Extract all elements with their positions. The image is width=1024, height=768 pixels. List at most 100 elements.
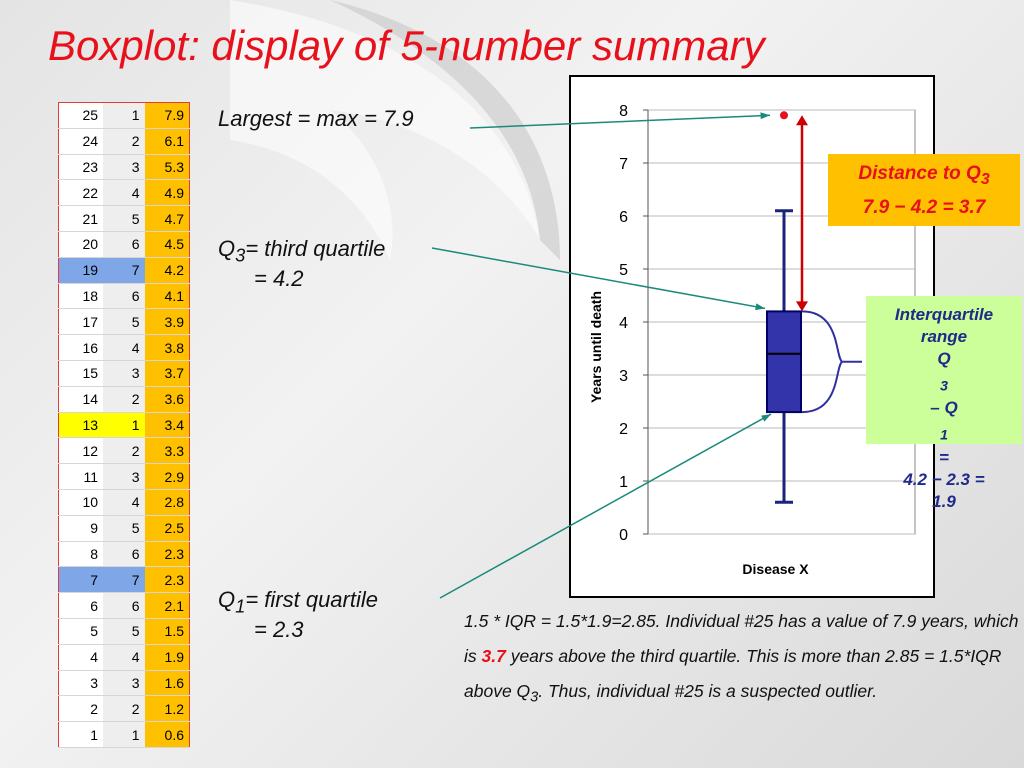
- table-cell-id: 2: [58, 695, 104, 723]
- table-cell-value: 2.8: [144, 489, 190, 516]
- table-cell-id: 8: [58, 541, 104, 568]
- slide-title: Boxplot: display of 5-number summary: [48, 22, 765, 69]
- table-cell-id: 7: [58, 566, 104, 594]
- table-cell-rank: 2: [103, 695, 145, 723]
- table-cell-rank: 2: [103, 128, 145, 155]
- table-cell-rank: 5: [103, 205, 145, 232]
- table-cell-id: 17: [58, 308, 104, 336]
- table-cell-id: 12: [58, 437, 104, 465]
- table-cell-rank: 3: [103, 360, 145, 387]
- table-cell-id: 3: [58, 670, 104, 697]
- table-cell-rank: 6: [103, 592, 145, 619]
- explanation-text: 1.5 * IQR = 1.5*1.9=2.85. Individual #25…: [464, 611, 1019, 706]
- table-cell-id: 15: [58, 360, 104, 387]
- table-cell-value: 4.9: [144, 179, 190, 207]
- table-cell-value: 1.5: [144, 618, 190, 645]
- table-cell-rank: 4: [103, 489, 145, 516]
- table-cell-id: 10: [58, 489, 104, 516]
- table-cell-value: 3.3: [144, 437, 190, 465]
- table-cell-value: 2.3: [144, 566, 190, 594]
- table-cell-rank: 5: [103, 515, 145, 542]
- table-cell-value: 2.1: [144, 592, 190, 619]
- table-cell-value: 4.7: [144, 205, 190, 232]
- table-cell-value: 2.3: [144, 541, 190, 568]
- table-cell-id: 21: [58, 205, 104, 232]
- table-cell-value: 4.1: [144, 283, 190, 310]
- table-cell-rank: 1: [103, 102, 145, 129]
- table-cell-rank: 4: [103, 334, 145, 361]
- table-cell-rank: 7: [103, 257, 145, 284]
- table-cell-value: 3.8: [144, 334, 190, 361]
- table-cell-rank: 5: [103, 618, 145, 645]
- table-cell-id: 5: [58, 618, 104, 645]
- table-cell-value: 2.9: [144, 463, 190, 490]
- table-cell-id: 25: [58, 102, 104, 129]
- table-cell-rank: 4: [103, 644, 145, 671]
- table-cell-value: 0.6: [144, 721, 190, 748]
- table-cell-id: 13: [58, 412, 104, 439]
- table-cell-value: 2.5: [144, 515, 190, 542]
- table-cell-rank: 1: [103, 721, 145, 748]
- table-cell-value: 3.7: [144, 360, 190, 387]
- note-q1: Q1= first quartile = 2.3: [218, 587, 378, 643]
- table-cell-rank: 4: [103, 179, 145, 207]
- table-cell-rank: 2: [103, 386, 145, 413]
- table-cell-rank: 2: [103, 437, 145, 465]
- table-cell-rank: 6: [103, 231, 145, 258]
- distance-to-q3-box: Distance to Q3 7.9 − 4.2 = 3.7: [828, 154, 1020, 226]
- table-cell-value: 7.9: [144, 102, 190, 129]
- table-cell-rank: 3: [103, 154, 145, 181]
- table-cell-value: 3.4: [144, 412, 190, 439]
- table-cell-id: 11: [58, 463, 104, 490]
- table-cell-id: 6: [58, 592, 104, 619]
- table-cell-rank: 7: [103, 566, 145, 594]
- table-cell-rank: 5: [103, 308, 145, 336]
- table-cell-id: 4: [58, 644, 104, 671]
- table-cell-id: 16: [58, 334, 104, 361]
- table-cell-id: 24: [58, 128, 104, 155]
- table-cell-id: 20: [58, 231, 104, 258]
- table-cell-value: 4.5: [144, 231, 190, 258]
- table-cell-rank: 6: [103, 541, 145, 568]
- note-max: Largest = max = 7.9: [218, 106, 414, 131]
- table-cell-id: 23: [58, 154, 104, 181]
- table-cell-value: 5.3: [144, 154, 190, 181]
- table-cell-id: 9: [58, 515, 104, 542]
- table-cell-value: 3.6: [144, 386, 190, 413]
- table-cell-rank: 1: [103, 412, 145, 439]
- table-cell-value: 1.2: [144, 695, 190, 723]
- table-cell-rank: 3: [103, 670, 145, 697]
- table-cell-rank: 6: [103, 283, 145, 310]
- table-cell-id: 1: [58, 721, 104, 748]
- table-cell-value: 1.9: [144, 644, 190, 671]
- table-cell-value: 4.2: [144, 257, 190, 284]
- table-cell-id: 22: [58, 179, 104, 207]
- table-cell-id: 14: [58, 386, 104, 413]
- table-cell-value: 3.9: [144, 308, 190, 336]
- table-cell-id: 18: [58, 283, 104, 310]
- table-cell-id: 19: [58, 257, 104, 284]
